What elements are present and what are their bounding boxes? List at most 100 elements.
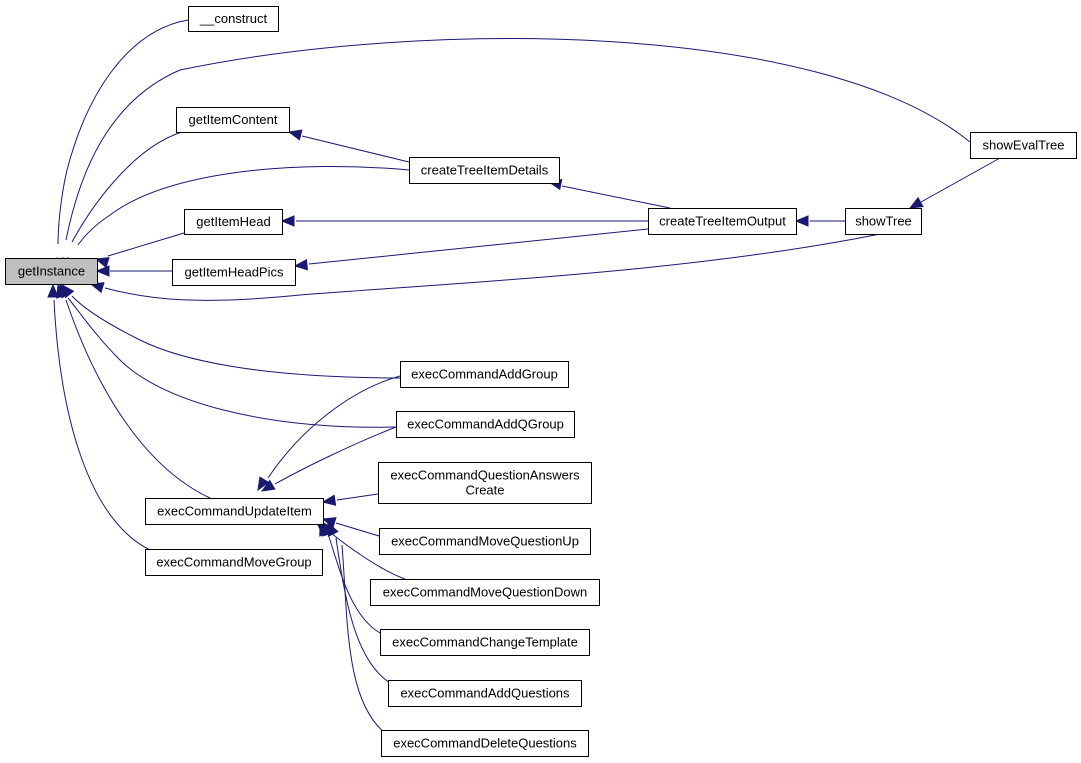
edge-createTreeItemOutput-to-createTreeItemDetails	[547, 178, 671, 209]
edge-showTree-to-createTreeItemOutput	[794, 215, 845, 227]
edge-createTreeItemOutput-to-getItemHead	[280, 215, 648, 227]
edge-line	[920, 157, 1001, 203]
node-label: showTree	[855, 214, 912, 229]
node-getItemHead[interactable]: getItemHead	[184, 209, 283, 235]
edge-line	[301, 135, 410, 163]
node-label: execCommandAddQGroup	[407, 417, 564, 432]
node-showEvalTree[interactable]: showEvalTree	[970, 132, 1077, 159]
arrowhead	[293, 259, 309, 271]
node-showTree[interactable]: showTree	[845, 208, 922, 235]
edge-line	[65, 299, 211, 499]
node-box	[5, 258, 98, 285]
edge-execCommandUpdateItem-to-getInstance	[56, 283, 211, 499]
arrowhead	[260, 479, 276, 492]
edge-line	[341, 544, 386, 734]
edge-line	[77, 165, 410, 246]
node-execCommandAddQuestions[interactable]: execCommandAddQuestions	[388, 680, 582, 707]
edge-execCommandMoveQuestionUp-to-execCommandUpdateItem	[321, 517, 380, 537]
edge-execCommandChangeTemplate-to-execCommandUpdateItem	[319, 521, 381, 634]
node-getItemHeadPics[interactable]: getItemHeadPics	[172, 259, 296, 286]
node-label: execCommandAddQuestions	[400, 686, 570, 701]
node-execCommandAddGroup[interactable]: execCommandAddGroup	[400, 361, 569, 388]
edge-line	[57, 19, 189, 245]
edge-line	[67, 297, 397, 428]
node-label: getItemHead	[196, 214, 270, 229]
nodes-layer: getInstance __construct getItemContent getI…	[5, 6, 1077, 757]
node-box	[381, 730, 589, 757]
arrowhead	[95, 265, 110, 277]
node-box	[380, 629, 590, 656]
node-label: execCommandDeleteQuestions	[393, 736, 577, 751]
node-label: createTreeItemOutput	[659, 214, 786, 229]
node-box	[188, 6, 279, 32]
edge-getItemHead-to-getInstance	[94, 232, 185, 269]
node-createTreeItemDetails[interactable]: createTreeItemDetails	[409, 157, 560, 184]
node-execCommandMoveGroup[interactable]: execCommandMoveGroup	[145, 549, 323, 576]
node-box	[378, 462, 592, 504]
node-execCommandChangeTemplate[interactable]: execCommandChangeTemplate	[380, 629, 590, 656]
node-box	[845, 208, 922, 235]
node-getItemContent[interactable]: getItemContent	[176, 107, 290, 133]
arrowhead	[908, 196, 924, 209]
node-label: execCommandQuestionAnswers	[390, 468, 580, 483]
arrowhead	[287, 129, 303, 141]
node-label: execCommandUpdateItem	[157, 504, 312, 519]
edge-line	[561, 185, 671, 209]
node-label: execCommandMoveGroup	[156, 555, 311, 570]
node-label: getItemHeadPics	[185, 265, 284, 280]
node-label: execCommandChangeTemplate	[392, 635, 578, 650]
node-label: Create	[465, 483, 504, 498]
edge-execCommandAddQGroup-to-getInstance	[59, 283, 397, 428]
node-execCommandMoveQuestionUp[interactable]: execCommandMoveQuestionUp	[379, 528, 591, 555]
node-execCommandDeleteQuestions[interactable]: execCommandDeleteQuestions	[381, 730, 589, 757]
edge-execCommandAddGroup-to-getInstance	[61, 283, 401, 379]
node-label: execCommandAddGroup	[411, 367, 558, 382]
edge-getItemHeadPics-to-getInstance	[95, 265, 172, 277]
edge-line	[53, 299, 151, 551]
arrowhead	[280, 215, 295, 227]
edge-line	[104, 233, 881, 301]
edge-line	[274, 426, 397, 485]
node-label: __construct	[199, 11, 268, 26]
node-createTreeItemOutput[interactable]: createTreeItemOutput	[648, 208, 797, 235]
edge-showEvalTree-to-showTree	[908, 157, 1001, 209]
node-box	[145, 549, 323, 576]
arrowhead	[794, 215, 809, 227]
node-box	[388, 680, 582, 707]
edge-execCommandDeleteQuestions-to-execCommandUpdateItem	[327, 521, 386, 734]
arrowhead	[94, 257, 110, 269]
node-execCommandAddQGroup[interactable]: execCommandAddQGroup	[396, 411, 575, 438]
node-label: execCommandMoveQuestionDown	[383, 585, 587, 600]
node-construct[interactable]: __construct	[188, 6, 279, 32]
edge-line	[308, 228, 649, 265]
edge-line	[107, 232, 185, 257]
node-execCommandMoveQuestionDown[interactable]: execCommandMoveQuestionDown	[370, 579, 600, 606]
edge-line	[65, 38, 971, 241]
node-box	[379, 528, 591, 555]
edge-execCommandAddGroup-to-execCommandUpdateItem	[257, 375, 401, 492]
node-box	[400, 361, 569, 388]
node-label: getInstance	[18, 264, 85, 279]
arrowhead	[56, 283, 68, 299]
node-box	[370, 579, 600, 606]
node-box	[409, 157, 560, 184]
node-box	[396, 411, 575, 438]
node-box	[970, 132, 1077, 159]
edge-line	[71, 295, 401, 379]
node-getInstance[interactable]: getInstance	[5, 258, 98, 285]
node-execCommandUpdateItem[interactable]: execCommandUpdateItem	[145, 498, 324, 525]
edge-execCommandMoveGroup-to-getInstance	[47, 283, 151, 551]
edge-execCommandQuestionAnswersCreate-to-execCommandUpdateItem	[321, 493, 379, 506]
edge-line	[327, 533, 381, 634]
edge-execCommandAddQGroup-to-execCommandUpdateItem	[260, 426, 397, 492]
edge-line	[267, 375, 401, 479]
node-box	[648, 208, 797, 235]
edge-showEvalTree-to-getInstance	[58, 38, 971, 272]
node-box	[145, 498, 324, 525]
node-label: createTreeItemDetails	[421, 163, 549, 178]
node-box	[184, 209, 283, 235]
node-label: showEvalTree	[983, 138, 1065, 153]
edge-createTreeItemOutput-to-getItemHeadPics	[293, 228, 649, 271]
